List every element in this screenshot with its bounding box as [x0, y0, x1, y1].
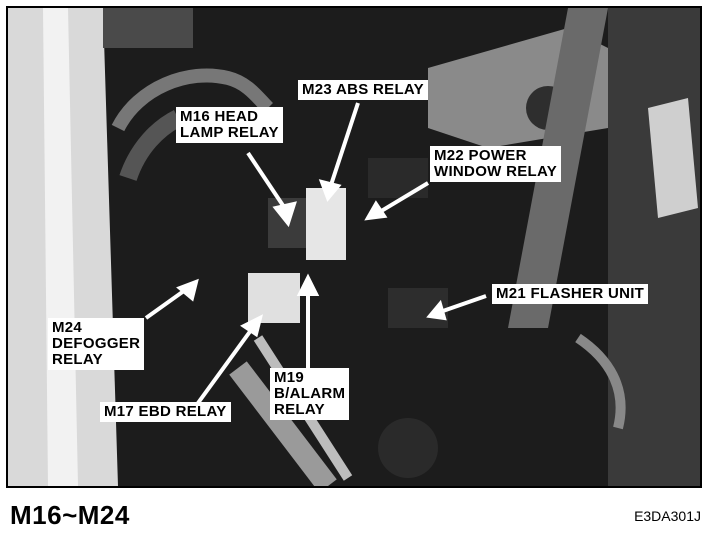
- label-m21-flasher-unit: M21 FLASHER UNIT: [492, 284, 649, 304]
- label-m17-ebd-relay: M17 EBD RELAY: [100, 402, 231, 422]
- figure-code: E3DA301J: [634, 508, 701, 524]
- label-m22-power-window-relay: M22 POWER WINDOW RELAY: [430, 146, 562, 182]
- relay-location-photo: M16 HEAD LAMP RELAY M23 ABS RELAY M22 PO…: [6, 6, 702, 488]
- label-m19-b-alarm-relay: M19 B/ALARM RELAY: [270, 368, 350, 420]
- figure-caption: M16~M24: [10, 500, 130, 530]
- label-m23-abs-relay: M23 ABS RELAY: [298, 80, 428, 100]
- label-m16-head-lamp-relay: M16 HEAD LAMP RELAY: [176, 107, 283, 143]
- label-m24-defogger-relay: M24 DEFOGGER RELAY: [48, 318, 145, 370]
